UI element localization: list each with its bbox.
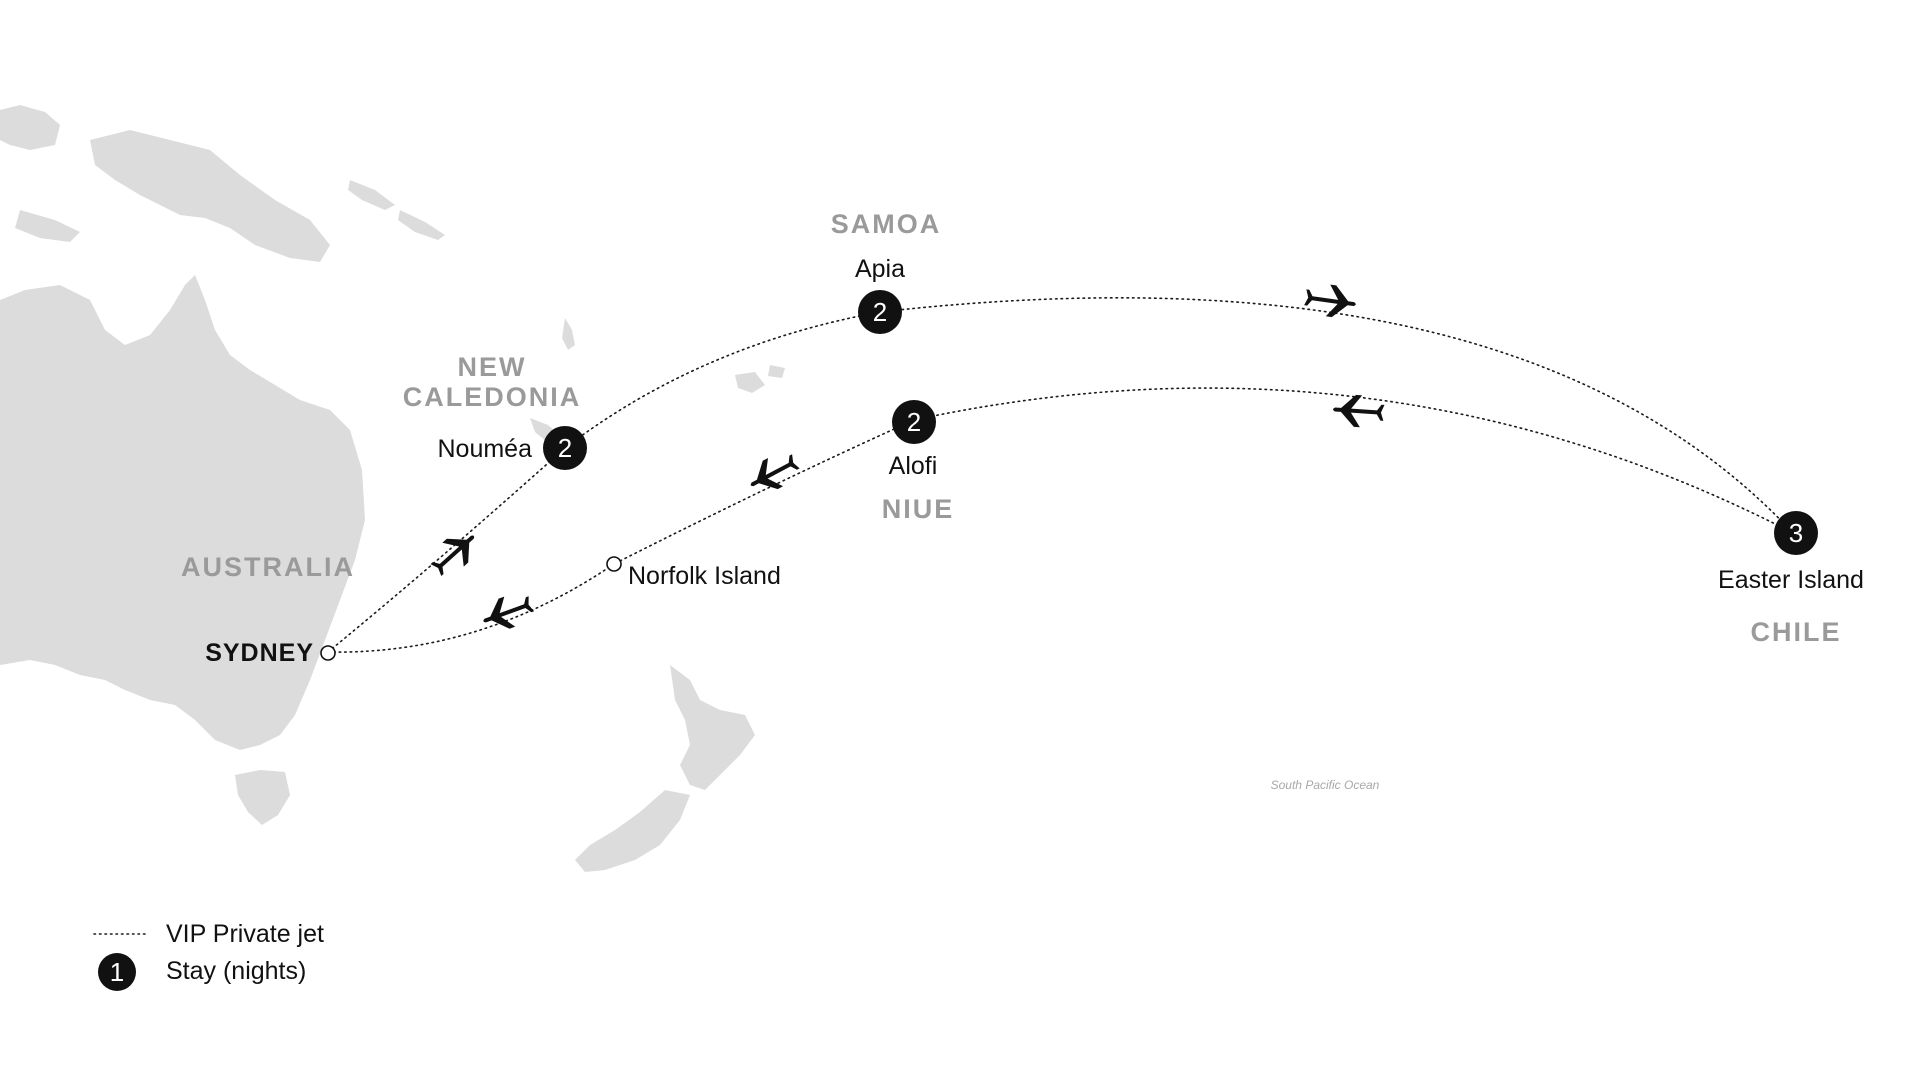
country-label-australia: AUSTRALIA	[181, 552, 355, 582]
routes	[327, 297, 1794, 653]
landmass-australia	[0, 275, 365, 750]
country-labels: AUSTRALIA NEW CALEDONIA SAMOA NIUE CHILE	[181, 209, 1842, 647]
country-label-samoa: SAMOA	[831, 209, 942, 239]
landmass-west	[0, 105, 60, 150]
place-label-easter: Easter Island	[1718, 566, 1864, 594]
place-label-apia: Apia	[855, 255, 905, 283]
stay-marker-alofi: 2	[892, 400, 936, 444]
place-label-noumea: Nouméa	[438, 435, 533, 463]
route-apia-easter	[879, 297, 1794, 534]
stay-marker-easter: 3	[1774, 511, 1818, 555]
route-sydney-noumea	[327, 447, 566, 653]
country-label-niue: NIUE	[882, 494, 955, 524]
airplane-icon	[750, 454, 800, 490]
legend-stay-example: 1	[110, 957, 124, 987]
place-label-sydney: SYDNEY	[205, 639, 314, 667]
stay-marker-noumea: 2	[543, 426, 587, 470]
landmass-solomons	[348, 180, 395, 210]
route-alofi-norfolk	[613, 419, 915, 565]
place-labels: SYDNEY Nouméa Apia Alofi Norfolk Island …	[205, 255, 1864, 667]
landmass-png	[90, 130, 330, 262]
route-norfolk-sydney	[327, 563, 615, 653]
country-label-new-caledonia-1: NEW	[458, 352, 527, 382]
landmass-solomons-2	[398, 210, 445, 240]
landmass-vanuatu	[562, 318, 575, 350]
country-label-new-caledonia-2: CALEDONIA	[403, 382, 582, 412]
stay-count-easter: 3	[1789, 518, 1803, 548]
legend-jet-label: VIP Private jet	[166, 920, 324, 948]
landmass-fiji	[735, 372, 765, 393]
legend-stay-marker-icon	[98, 953, 136, 991]
legend: VIP Private jet 1 Stay (nights)	[93, 920, 324, 991]
landmass-west-2	[15, 210, 80, 242]
ocean-label: South Pacific Ocean	[1271, 778, 1380, 792]
airplane-icon	[1333, 394, 1385, 428]
stay-markers: 2 2 2 3	[543, 290, 1818, 555]
landmasses	[0, 105, 785, 872]
legend-stay-label: Stay (nights)	[166, 957, 306, 985]
place-label-alofi: Alofi	[889, 452, 938, 480]
waypoints	[320, 556, 622, 661]
landmass-nz-north	[670, 665, 755, 790]
route-noumea-apia	[564, 311, 881, 449]
airplanes	[430, 284, 1385, 629]
waypoint-sydney	[320, 645, 336, 661]
route-easter-alofi	[913, 387, 1794, 534]
stay-count-noumea: 2	[558, 433, 572, 463]
airplane-icon	[483, 596, 535, 629]
landmass-tasmania	[235, 770, 290, 825]
stay-count-alofi: 2	[907, 407, 921, 437]
airplane-icon	[1304, 284, 1356, 318]
airplane-icon	[430, 535, 475, 577]
landmass-fiji-2	[768, 365, 785, 378]
landmass-nz-south	[575, 790, 690, 872]
waypoint-norfolk	[606, 556, 622, 572]
stay-marker-apia: 2	[858, 290, 902, 334]
place-label-norfolk: Norfolk Island	[628, 562, 781, 590]
stay-count-apia: 2	[873, 297, 887, 327]
country-label-chile: CHILE	[1751, 617, 1842, 647]
